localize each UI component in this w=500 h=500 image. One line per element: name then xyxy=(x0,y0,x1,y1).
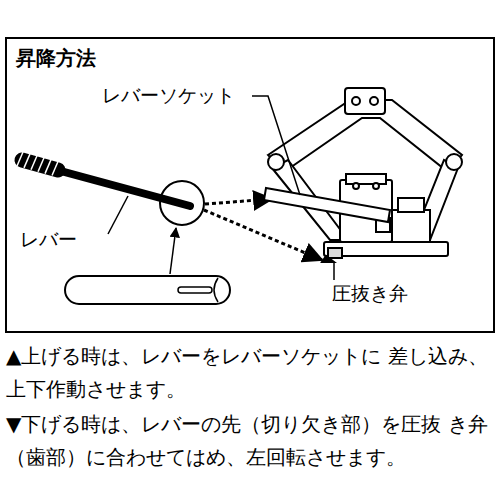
knurl-line xyxy=(52,162,58,176)
detail-circle xyxy=(160,181,204,225)
knurl-line xyxy=(17,152,23,166)
valve-arrow xyxy=(204,210,322,260)
frame xyxy=(6,38,494,332)
part-name: レバー xyxy=(18,228,79,251)
insert-arrow xyxy=(205,199,272,204)
knurl-line xyxy=(38,158,44,172)
leader-line xyxy=(108,196,128,234)
leader-line xyxy=(333,262,335,280)
note: ▲上げる時は、レバーをレバーソケットに 差し込み、上下作動させます。 xyxy=(6,340,492,406)
title: 昇降方法 xyxy=(16,46,96,70)
lever-tip-detail xyxy=(65,276,230,304)
detail-arrow xyxy=(170,228,176,274)
knurl-line xyxy=(31,156,37,170)
knurl-line xyxy=(24,154,30,168)
leader-line xyxy=(252,96,300,195)
note: ▼下げる時は、レバーの先（切り欠き部）を圧抜 き弁（歯部）に合わせてはめ、左回転… xyxy=(6,408,492,474)
knurl-line xyxy=(45,160,51,174)
part-name: レバーソケット xyxy=(100,84,237,107)
part-name: 圧抜き弁 xyxy=(330,282,410,305)
lever xyxy=(17,152,190,206)
